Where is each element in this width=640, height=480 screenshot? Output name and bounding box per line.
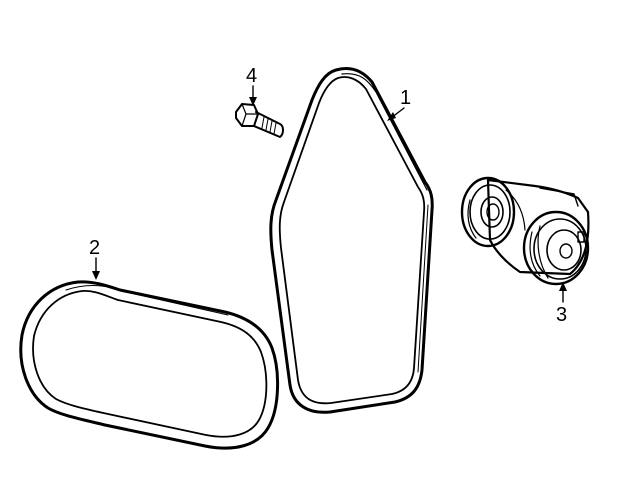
callout-2: 2 (89, 237, 100, 280)
arrowhead-icon (249, 97, 257, 106)
belt-part-1 (269, 67, 434, 414)
belt-part-2 (19, 280, 280, 450)
callout-3: 3 (556, 282, 567, 326)
callout-1: 1 (387, 87, 411, 121)
tensioner-part-3 (460, 176, 590, 286)
callout-label-2: 2 (89, 237, 100, 259)
callout-label-4: 4 (246, 65, 257, 87)
arrowhead-icon (92, 271, 100, 280)
callout-4: 4 (246, 65, 257, 106)
arrowhead-icon (559, 282, 567, 291)
callout-label-3: 3 (556, 304, 567, 326)
bolt-part-4 (235, 103, 284, 138)
arrowhead-icon (387, 112, 396, 121)
callout-label-1: 1 (400, 87, 411, 109)
